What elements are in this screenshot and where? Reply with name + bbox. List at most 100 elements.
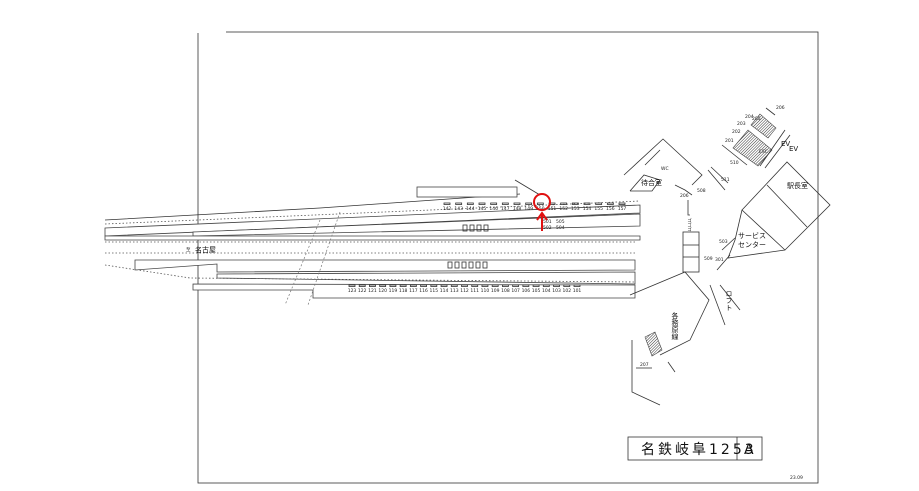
- car-position-121: 121: [368, 288, 377, 294]
- car-position-146: 146: [489, 206, 498, 212]
- car-position-122: 122: [358, 288, 367, 294]
- code-203: 203: [737, 121, 746, 127]
- number-plate: [512, 284, 520, 287]
- code-508: 508: [697, 188, 706, 194]
- code-205: 205: [752, 116, 761, 122]
- number-plate: [348, 284, 356, 287]
- number-plate: [440, 284, 448, 287]
- lower-platform: [192, 283, 636, 299]
- number-plate: [583, 202, 591, 205]
- number-plate: [502, 284, 509, 287]
- code-502: 502: [543, 225, 552, 231]
- number-plate: [389, 284, 397, 287]
- code-201: 201: [725, 138, 734, 144]
- number-plate: [358, 284, 366, 287]
- number-plate: [430, 284, 438, 287]
- code-503: 503: [719, 239, 728, 245]
- car-position-155: 155: [594, 206, 603, 212]
- code-505: 505: [556, 219, 565, 225]
- number-plate: [491, 284, 499, 287]
- direction-label: 至: [186, 247, 191, 253]
- number-plate: [466, 202, 474, 205]
- tracks: [104, 179, 641, 306]
- ev-label-2: EV: [789, 145, 798, 153]
- car-position-149: 149: [524, 206, 533, 212]
- number-plate: [606, 202, 614, 205]
- number-plate: [542, 284, 550, 287]
- car-position-117: 117: [409, 288, 418, 294]
- highlight-circle: [533, 193, 551, 211]
- car-position-104: 104: [542, 288, 551, 294]
- service-center-label-2: センター: [738, 240, 766, 249]
- code-501: 501: [543, 219, 552, 225]
- car-position-106: 106: [522, 288, 531, 294]
- number-plate: [461, 284, 468, 287]
- car-position-105: 105: [532, 288, 541, 294]
- number-plate: [563, 284, 571, 287]
- platform-building: [416, 186, 518, 198]
- code-206: 206: [776, 105, 785, 111]
- number-plate: [532, 284, 540, 287]
- car-position-101: 101: [573, 288, 582, 294]
- esc-label: ESC: [759, 149, 768, 155]
- car-position-143: 143: [454, 206, 463, 212]
- loft-label: ロフト: [725, 290, 733, 311]
- code-206b: 206: [680, 193, 689, 199]
- code-204: 204: [745, 114, 754, 120]
- number-plate: [399, 284, 407, 287]
- number-plate: [471, 284, 479, 287]
- concourse: [623, 107, 831, 406]
- car-position-153: 153: [571, 206, 580, 212]
- signs: [447, 224, 489, 269]
- car-position-152: 152: [559, 206, 568, 212]
- nagoya-label: 名古屋: [195, 245, 216, 254]
- wc-label: WC: [661, 166, 669, 172]
- car-position-108: 108: [501, 288, 510, 294]
- car-position-120: 120: [378, 288, 387, 294]
- car-position-103: 103: [552, 288, 561, 294]
- car-position-151: 151: [548, 206, 557, 212]
- stairs-mark: ゴゴゴ: [687, 217, 692, 232]
- title-box: [627, 436, 763, 461]
- service-center-label-1: サービス: [738, 231, 766, 240]
- code-511: 511: [721, 177, 730, 183]
- waiting-room-label: 待合室: [641, 178, 662, 187]
- revision-label: 23.09: [790, 475, 803, 481]
- car-position-119: 119: [389, 288, 398, 294]
- drawing-frame: [197, 31, 819, 484]
- number-plate: [522, 284, 530, 287]
- car-position-123: 123: [348, 288, 357, 294]
- number-plate: [501, 202, 509, 205]
- car-position-157: 157: [618, 206, 627, 212]
- car-position-147: 147: [501, 206, 510, 212]
- code-301: 301: [715, 257, 724, 263]
- code-510: 510: [730, 160, 739, 166]
- car-position-102: 102: [562, 288, 571, 294]
- number-plate: [450, 284, 458, 287]
- car-position-111: 111: [470, 288, 479, 294]
- car-position-109: 109: [491, 288, 500, 294]
- number-plate: [490, 202, 498, 205]
- car-position-156: 156: [606, 206, 615, 212]
- number-plate: [525, 202, 533, 205]
- number-plate: [478, 202, 486, 205]
- station-master-label: 駅長室: [787, 181, 808, 190]
- number-plate: [571, 202, 579, 205]
- car-position-114: 114: [440, 288, 449, 294]
- highlight-arrow-icon: [536, 211, 548, 231]
- number-plate: [618, 202, 626, 205]
- car-position-107: 107: [511, 288, 520, 294]
- code-504: 504: [556, 225, 565, 231]
- car-position-113: 113: [450, 288, 459, 294]
- car-position-112: 112: [460, 288, 469, 294]
- car-position-142: 142: [443, 206, 452, 212]
- car-position-145: 145: [478, 206, 487, 212]
- upper-platform: [104, 204, 641, 237]
- number-plate: [553, 284, 560, 287]
- number-plate: [443, 202, 451, 205]
- kakamigahara-line-label: 各務原線: [671, 311, 679, 340]
- code-202: 202: [732, 129, 741, 135]
- stairs: [732, 129, 773, 167]
- code-509: 509: [704, 256, 713, 262]
